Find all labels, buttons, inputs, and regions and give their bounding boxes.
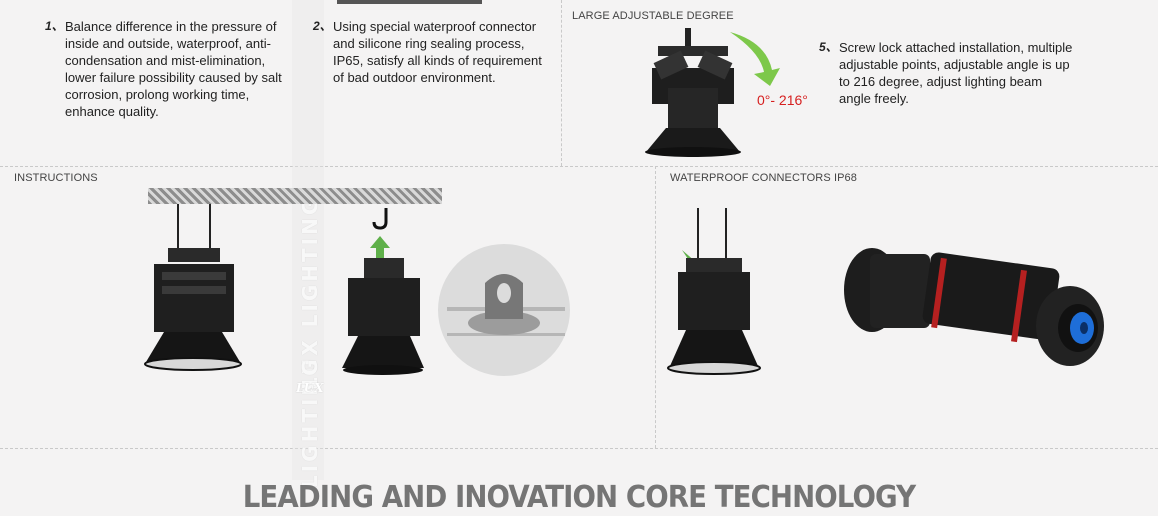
feature-5: 5、 Screw lock attached installation, mul… bbox=[819, 39, 1074, 107]
section-label-connectors: WATERPROOF CONNECTORS IP68 bbox=[670, 172, 857, 184]
watermark-strip bbox=[292, 0, 324, 480]
mount-detail-circle bbox=[438, 244, 570, 376]
instruction-lamp-hanging bbox=[144, 204, 242, 371]
feature-1: 1、 Balance difference in the pressure of… bbox=[45, 18, 290, 120]
adjustable-lamp-image bbox=[645, 28, 741, 157]
feature-5-number: 5、 bbox=[819, 40, 838, 54]
section-label-adjustable: LARGE ADJUSTABLE DEGREE bbox=[572, 10, 734, 22]
waterproof-connector-image bbox=[844, 248, 1104, 366]
instruction-lamp-hook bbox=[342, 208, 424, 375]
top-image-fragment bbox=[337, 0, 482, 4]
divider-top bbox=[0, 166, 1158, 167]
headline: LEADING AND INOVATION CORE TECHNOLOGY bbox=[242, 480, 916, 515]
divider-bottom bbox=[0, 448, 1158, 449]
angle-label: 0°- 216° bbox=[757, 92, 808, 108]
feature-1-text: Balance difference in the pressure of in… bbox=[65, 19, 282, 119]
divider-top-v bbox=[561, 0, 562, 166]
feature-5-text: Screw lock attached installation, multip… bbox=[839, 40, 1073, 106]
feature-2: 2、 Using special waterproof connector an… bbox=[313, 18, 548, 86]
connector-lamp-image bbox=[667, 208, 761, 375]
watermark-logo: LUX bbox=[296, 381, 324, 395]
feature-2-text: Using special waterproof connector and s… bbox=[333, 19, 542, 85]
section-label-instructions: INSTRUCTIONS bbox=[14, 172, 98, 184]
ceiling-bar bbox=[148, 188, 442, 204]
watermark-text-bottom: LIGHTING bbox=[298, 356, 322, 488]
feature-1-number: 1、 bbox=[45, 19, 64, 33]
rotation-arrow bbox=[730, 32, 780, 86]
divider-mid-v bbox=[655, 166, 656, 448]
feature-2-number: 2、 bbox=[313, 19, 332, 33]
